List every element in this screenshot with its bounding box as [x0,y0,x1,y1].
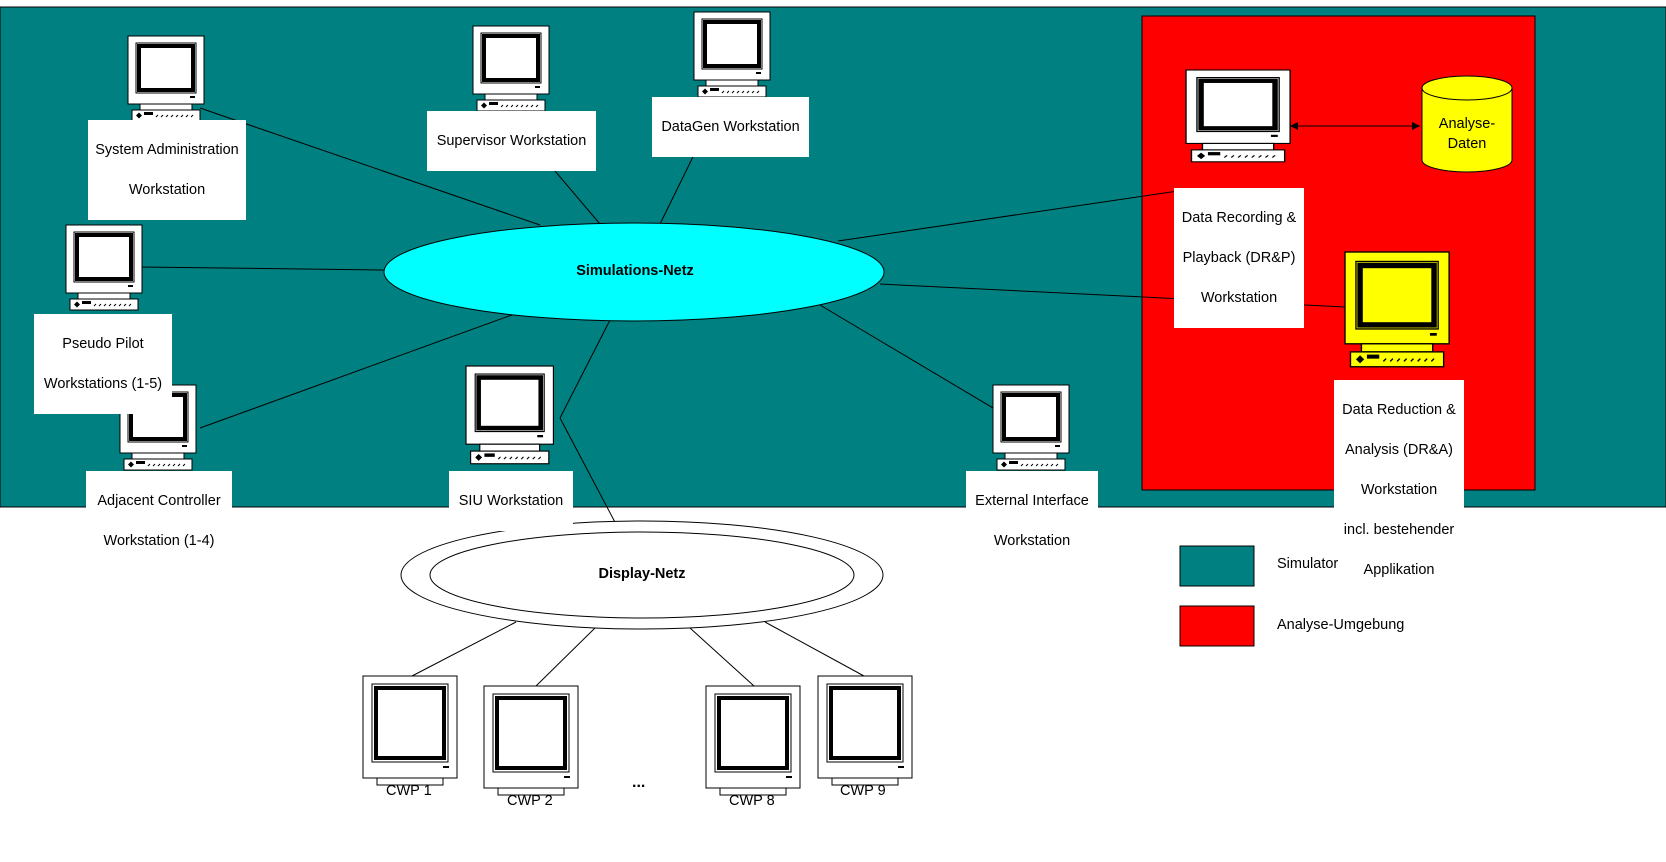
label-line: Workstation [1360,482,1438,498]
label-datagen: DataGen Workstation [652,97,809,157]
label-sysadmin: System Administration Workstation [88,120,246,220]
label-line: Pseudo Pilot [62,336,144,352]
label-line: Analyse- [1438,116,1496,132]
display-network-inner [429,531,855,619]
label-line: Playback (DR&P) [1182,250,1296,266]
arrow-head-left [1290,122,1298,130]
arrow-head-right [1412,122,1420,130]
computer-icon-cwp-8 [704,684,802,797]
label-line: Adjacent Controller [97,493,221,509]
label-line: Workstations (1-5) [43,376,163,392]
label-line: Workstation [993,533,1071,549]
label-external: External Interface Workstation [966,471,1098,571]
label-drp: Data Recording & Playback (DR&P) Worksta… [1174,188,1304,328]
legend-swatch-simulator [1179,545,1255,587]
label-line: Daten [1447,136,1487,152]
computer-icon-cwp-9 [816,674,914,787]
label-pseudo-pilot: Pseudo Pilot Workstations (1-5) [34,314,172,414]
label-adjacent: Adjacent Controller Workstation (1-4) [86,471,232,571]
display-network-label: Display-Netz [598,566,686,582]
computer-icon-cwp-2 [482,684,580,797]
label-line: Data Recording & [1181,210,1297,226]
simulation-network [383,222,885,322]
cwp-label-2: CWP 2 [507,793,553,809]
cwp-label-9: CWP 9 [840,783,886,799]
legend-swatch-analysis [1179,605,1255,647]
legend-label-analysis: Analyse-Umgebung [1277,617,1405,633]
label-line: Applikation [1363,562,1435,578]
simulation-network-label: Simulations-Netz [576,263,694,279]
label-line: Supervisor Workstation [436,133,587,149]
label-line: DataGen Workstation [661,119,800,135]
label-line: Workstation [128,182,206,198]
legend-label-simulator: Simulator [1277,556,1339,572]
label-line: System Administration [95,142,239,158]
label-line: Analysis (DR&A) [1345,442,1453,458]
label-line: External Interface [975,493,1089,509]
label-siu: SIU Workstation [449,471,573,531]
label-line: Data Reduction & [1342,402,1456,418]
label-dra: Data Reduction & Analysis (DR&A) Worksta… [1334,380,1464,600]
label-line: incl. bestehender [1343,522,1455,538]
database-cylinder [1421,75,1513,173]
database-label: Analyse- Daten [1422,114,1512,154]
cwp-label-1: CWP 1 [386,783,432,799]
label-line: Workstation [1200,290,1278,306]
computer-icon-cwp-1 [361,674,459,787]
cwp-label-8: CWP 8 [729,793,775,809]
cwp-ellipsis: ... [632,774,646,791]
label-line: SIU Workstation [458,493,564,509]
label-supervisor: Supervisor Workstation [427,111,596,171]
label-line: Workstation (1-4) [103,533,215,549]
